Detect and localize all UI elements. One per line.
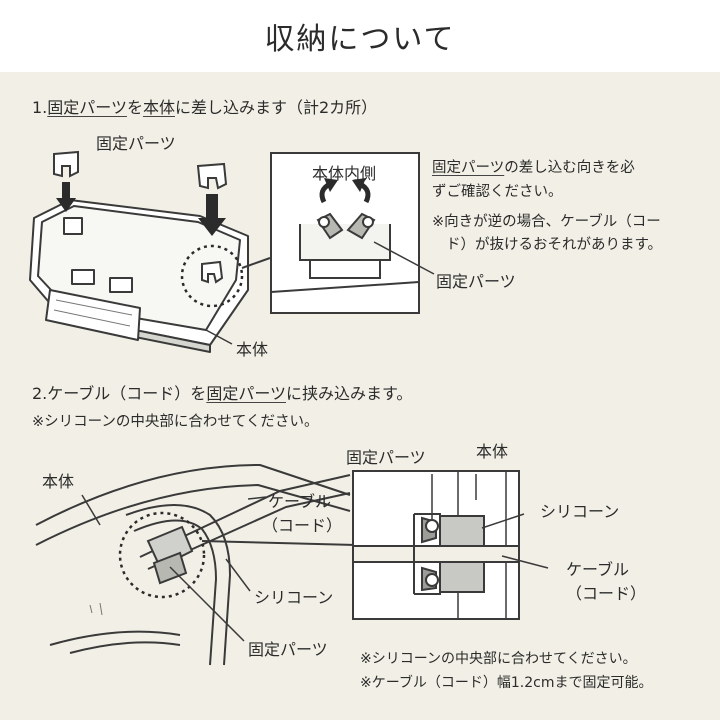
step1-note-line2: ずご確認ください。 [432,184,563,200]
step1-heading: 1.固定パーツを本体に差し込みます（計2カ所） [32,94,377,118]
step1-term-body: 本体 [142,98,175,117]
step1-inset-illustration [270,152,435,314]
step1-term-part: 固定パーツ [47,98,127,117]
step2-cable-illustration [35,464,357,666]
step2-footnote-1: ※シリコーンの中央部に合わせてください。 [360,651,637,667]
label-part-top: 固定パーツ [96,134,176,153]
label-body: 本体 [236,340,269,359]
step1-number: 1. [32,98,48,117]
step2-label-silicone: シリコーン [254,588,334,607]
step2-subnote: ※シリコーンの中央部に合わせてください。 [32,414,319,430]
step2-text-2: に挟み込みます。 [286,384,413,403]
step2-text-1: 2.ケーブル（コード）を [32,384,207,403]
page-title: 収納について [264,22,456,57]
step1-warning-line1: ※向きが逆の場合、ケーブル（コー [432,214,661,230]
step2-inset-label-body: 本体 [476,442,509,461]
step2-heading: 2.ケーブル（コード）を固定パーツに挟み込みます。 [32,380,412,404]
step1-note-line1: 固定パーツの差し込む向きを必 [432,160,635,176]
inset-label-part: 固定パーツ [436,272,516,291]
step2-inset-label-cable-2: （コード） [566,584,647,603]
step2-inset-label-silicone: シリコーン [540,502,620,521]
step2-label-cable-1: ケーブル [268,492,332,511]
inset-label-inside: 本体内側 [312,164,377,183]
header-band [0,0,720,72]
step2-label-part: 固定パーツ [248,640,328,659]
step2-inset-illustration [352,470,549,620]
step2-term-part: 固定パーツ [206,384,286,403]
step2-inset-label-part: 固定パーツ [346,448,426,467]
step1-warning-line2: ド）が抜けるおそれがあります。 [446,237,663,253]
step2-label-cable-2: （コード） [262,516,343,535]
step1-text-1: を [126,98,143,117]
step2-footnote-2: ※ケーブル（コード）幅1.2cmまで固定可能。 [360,675,653,691]
step1-body-illustration [29,150,271,353]
step2-label-body-left: 本体 [42,472,75,491]
step1-text-2: に差し込みます（計2カ所） [174,98,378,117]
step2-inset-label-cable-1: ケーブル [566,560,630,579]
